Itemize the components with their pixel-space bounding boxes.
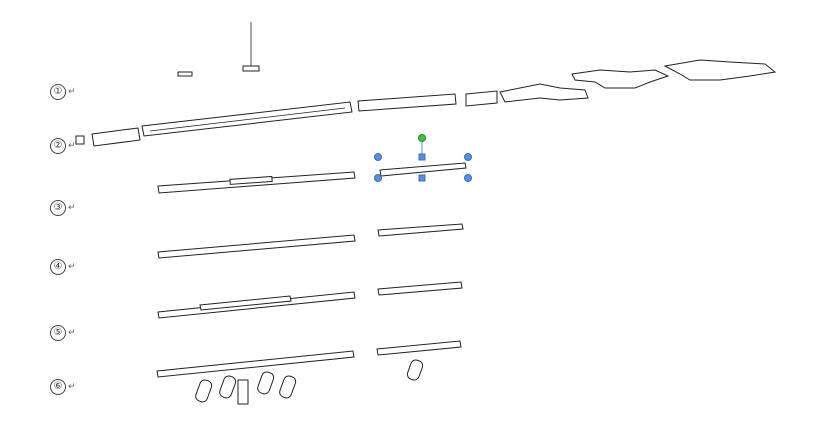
paragraph-mark: ↵ [68, 203, 76, 213]
resize-handles[interactable] [374, 153, 472, 182]
item-label-6: ⑥↵ [50, 379, 76, 395]
linear-light-short-4[interactable] [377, 223, 464, 237]
paragraph-mark: ↵ [68, 141, 76, 151]
linear-light-long-3[interactable] [157, 171, 356, 194]
track-spotlight-short-6[interactable] [376, 340, 462, 381]
linear-light-short-3-selected[interactable] [374, 134, 472, 182]
track-short-image[interactable] [357, 93, 457, 112]
item-label-4: ④↵ [50, 259, 76, 275]
track-end-cap-image[interactable] [75, 127, 141, 147]
item-label-1: ①↵ [50, 84, 76, 100]
rotate-handle[interactable] [418, 134, 426, 142]
paragraph-mark: ↵ [68, 87, 76, 97]
track-long-image[interactable] [141, 101, 353, 137]
linear-light-long-5[interactable] [157, 291, 356, 319]
paragraph-mark: ↵ [68, 382, 76, 392]
item-label-5: ⑤↵ [50, 325, 76, 341]
paragraph-mark: ↵ [68, 328, 76, 338]
connector-images[interactable] [465, 59, 777, 107]
suspension-wire-image[interactable] [177, 22, 260, 77]
item-label-2: ②↵ [50, 138, 76, 154]
paragraph-mark: ↵ [68, 262, 76, 272]
item-label-3: ③↵ [50, 200, 76, 216]
linear-light-short-5[interactable] [377, 281, 463, 296]
track-spotlights-long-6[interactable] [156, 350, 355, 405]
linear-light-long-4[interactable] [157, 234, 356, 259]
